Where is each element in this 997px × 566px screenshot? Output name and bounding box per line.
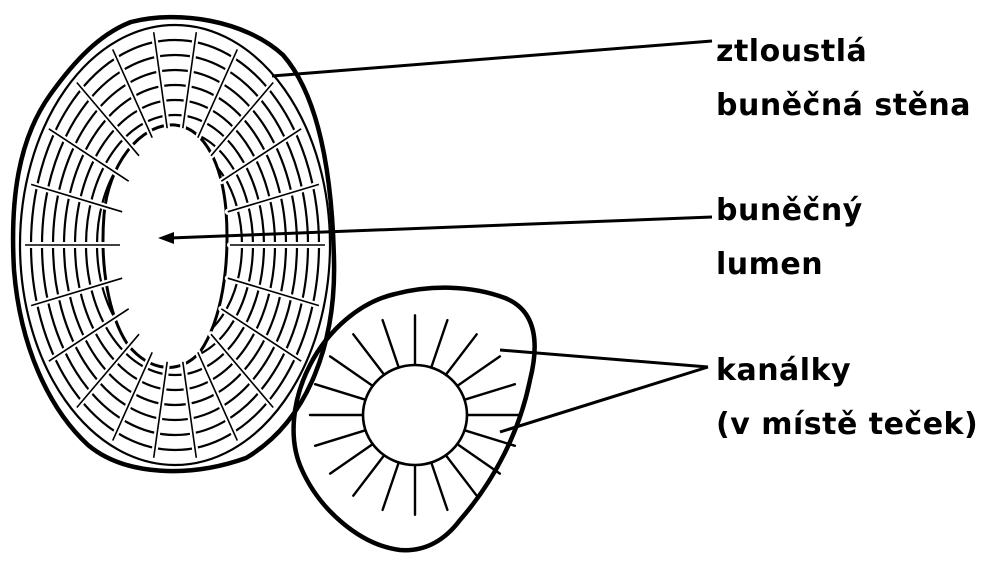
small-wall-segment <box>315 384 367 400</box>
pit-canal-edge <box>154 32 168 128</box>
small-wall-segment <box>383 320 400 370</box>
small-wall-segment <box>444 334 476 376</box>
small-wall-segment <box>456 443 500 474</box>
small-wall-segment <box>456 356 500 387</box>
label-wall-line2: buněčná stěna <box>716 91 971 121</box>
pit-canal-edge <box>154 362 168 458</box>
small-wall-segment <box>383 460 400 510</box>
small-wall-segment <box>353 334 385 376</box>
label-canals-line1: kanálky <box>716 356 851 386</box>
large-cell <box>13 17 334 471</box>
small-wall-segment <box>330 356 374 387</box>
pit-canal-edge <box>183 32 197 128</box>
wall-pointer-line <box>272 41 712 76</box>
label-canals-line2: (v místě teček) <box>716 410 978 440</box>
label-lumen-line1: buněčný <box>716 196 863 226</box>
small-wall-segment <box>353 453 385 495</box>
small-wall-segment <box>330 443 374 474</box>
small-wall-segment <box>444 453 476 495</box>
label-wall-line1: ztloustlá <box>716 37 867 67</box>
small-wall-segment <box>315 430 367 446</box>
label-lumen-line2: lumen <box>716 250 823 280</box>
pit-canal-edge <box>183 362 197 458</box>
small-wall-segment <box>431 320 448 370</box>
small-wall-segment <box>431 460 448 510</box>
small-cell-lumen <box>363 365 467 465</box>
small-wall-segment <box>463 384 515 400</box>
small-wall-segment <box>463 430 515 446</box>
